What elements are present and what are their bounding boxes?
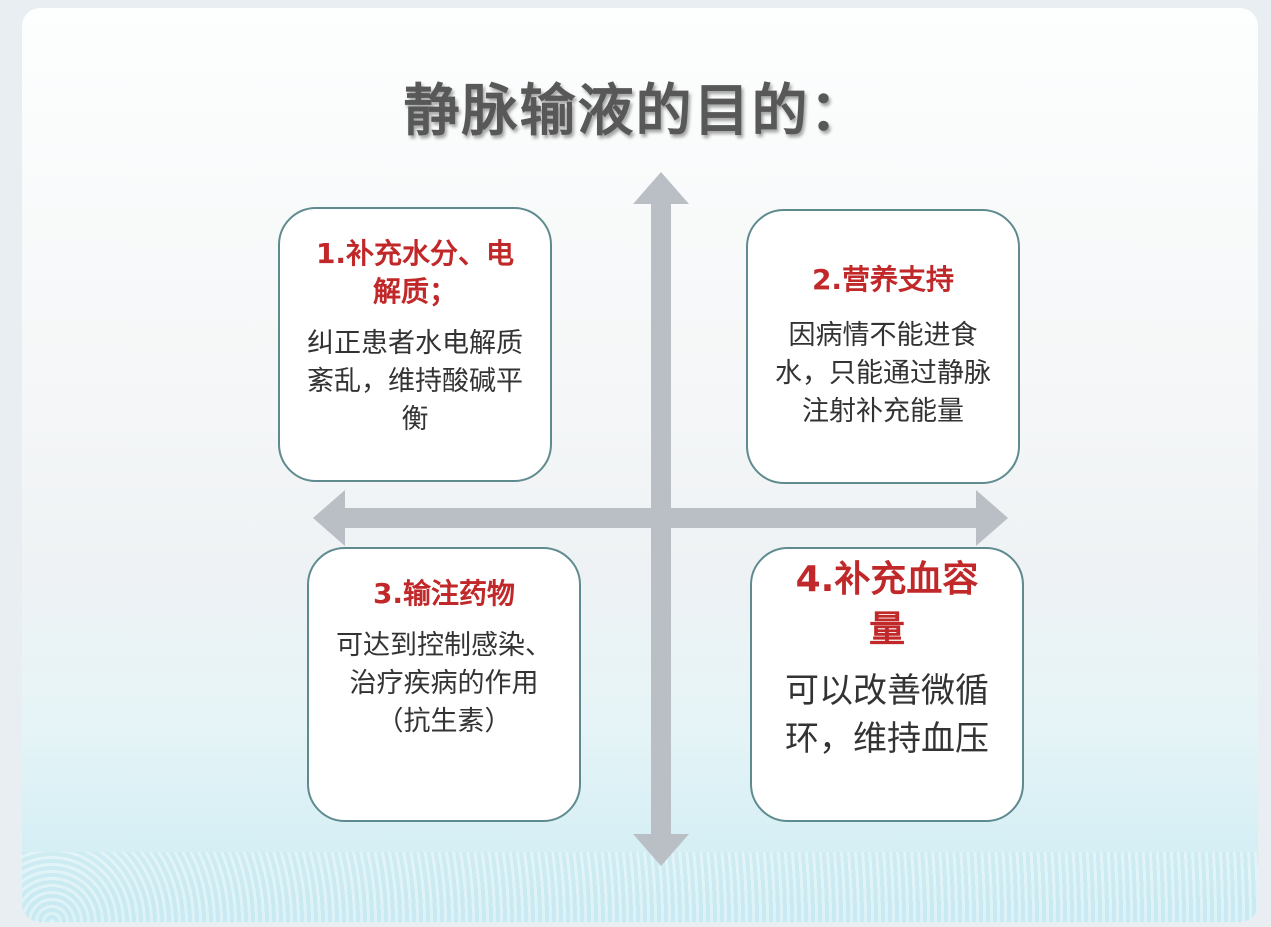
- slide-title: 静脉输液的目的：: [403, 79, 868, 144]
- box-heading: 4.补充血容量: [795, 559, 979, 650]
- box-body: 可达到控制感染、治疗疾病的作用（抗生素）: [336, 630, 552, 737]
- purpose-box-2: 2.营养支持 因病情不能进食水，只能通过静脉注射补充能量: [746, 209, 1020, 484]
- arrow-down-icon: [633, 834, 689, 866]
- box-heading: 1.补充水分、电解质；: [315, 237, 515, 308]
- arrow-up-icon: [633, 172, 689, 204]
- slide-background: [22, 8, 1258, 922]
- horizontal-axis: [342, 508, 978, 528]
- purpose-box-4: 4.补充血容量 可以改善微循环，维持血压: [750, 547, 1024, 822]
- purpose-box-3: 3.输注药物 可达到控制感染、治疗疾病的作用（抗生素）: [307, 547, 581, 822]
- arrow-left-icon: [313, 490, 345, 546]
- box-body: 可以改善微循环，维持血压: [785, 671, 989, 759]
- box-body: 纠正患者水电解质紊乱，维持酸碱平衡: [307, 328, 523, 435]
- box-body: 因病情不能进食水，只能通过静脉注射补充能量: [775, 320, 991, 427]
- box-heading: 2.营养支持: [811, 263, 955, 296]
- box-heading: 3.输注药物: [372, 577, 516, 610]
- arrow-right-icon: [976, 490, 1008, 546]
- purpose-box-1: 1.补充水分、电解质； 纠正患者水电解质紊乱，维持酸碱平衡: [278, 207, 552, 482]
